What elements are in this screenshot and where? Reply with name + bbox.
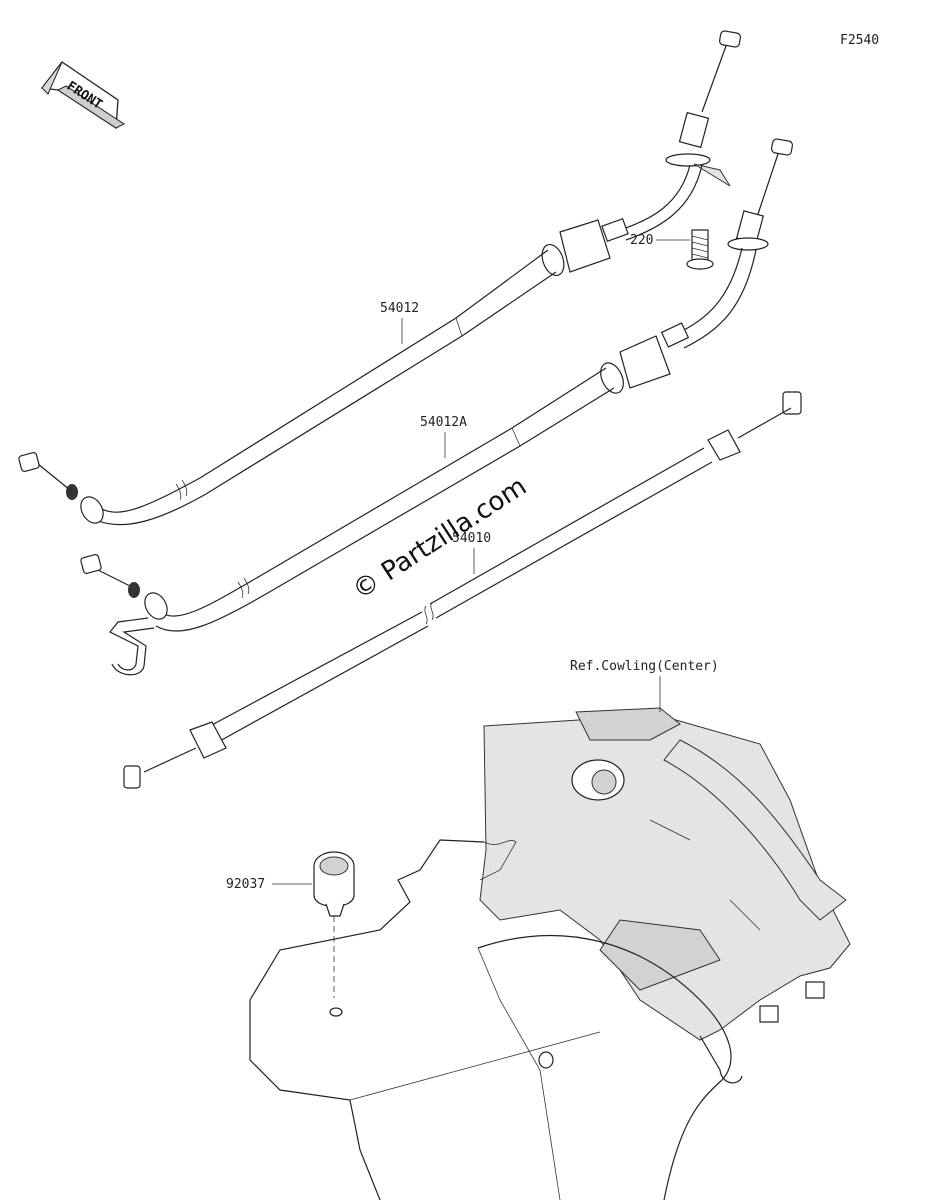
callout-92037-label: 92037	[226, 877, 265, 892]
callout-ref-cowling: Ref.Cowling(Center)	[570, 659, 719, 712]
callout-92037: 92037	[226, 877, 312, 892]
callout-220-label: 220	[630, 233, 653, 248]
callout-54010-label: 54010	[452, 531, 491, 546]
callout-54012: 54012	[380, 301, 419, 344]
cable-54010	[123, 391, 802, 789]
bolt-220	[686, 229, 714, 270]
callout-54010: 54010	[452, 531, 491, 574]
callout-220: 220	[630, 233, 690, 248]
throttle-cable-54012a	[80, 138, 794, 676]
callout-54012a-label: 54012A	[420, 415, 467, 430]
callout-54012-label: 54012	[380, 301, 419, 316]
cowling-center	[249, 707, 851, 1200]
figure-code: F2540	[840, 33, 879, 48]
watermark-text: © Partzilla.com	[347, 471, 532, 605]
callout-ref-cowling-label: Ref.Cowling(Center)	[570, 659, 719, 674]
throttle-cable-54012	[18, 30, 742, 526]
clamp-92037	[313, 851, 355, 1017]
front-arrow-icon: FRONT	[40, 61, 126, 130]
callout-54012a: 54012A	[420, 415, 467, 458]
